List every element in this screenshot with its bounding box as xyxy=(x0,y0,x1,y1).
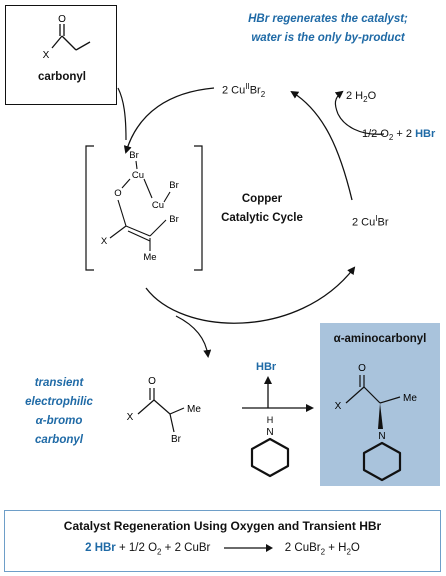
cycle-title-line2: Catalytic Cycle xyxy=(221,212,303,224)
product-atom-x: X xyxy=(335,401,342,412)
equation-lhs-part2: + 2 CuBr xyxy=(161,542,211,554)
cu2-oxidation: II xyxy=(245,82,250,91)
enolate-atom-cu1: Cu xyxy=(132,170,144,181)
cu2-prefix: 2 Cu xyxy=(222,84,246,97)
header-note-line1: HBr regenerates the catalyst; xyxy=(248,13,408,25)
cu1-oxidation: I xyxy=(375,214,378,223)
arc-right xyxy=(290,90,353,201)
product-atom-n: N xyxy=(378,431,385,442)
enolate-atom-me: Me xyxy=(143,252,156,263)
product-label: α-aminocarbonyl xyxy=(333,333,427,345)
enolate-atom-cu2: Cu xyxy=(152,200,164,211)
equation-rhs-part1: 2 CuBr xyxy=(284,542,321,554)
cu2-suffix: Br xyxy=(249,84,261,97)
enolate-atom-x: X xyxy=(101,236,108,247)
oxygen-hbr-input: 1/2 O2 + 2 HBr xyxy=(362,127,435,145)
product-box: α-aminocarbonyl O X Me N xyxy=(320,323,440,486)
cu1-prefix: 2 Cu xyxy=(352,216,376,229)
intermediate-line1: transient xyxy=(34,377,84,389)
carbonyl-box: O X carbonyl xyxy=(5,5,117,105)
equation-hbr: 2 HBr xyxy=(85,542,116,554)
carbonyl-x: X xyxy=(43,50,50,61)
piperidine-n: N xyxy=(266,427,273,438)
water-byproduct: 2 H2O xyxy=(346,89,376,107)
bromo-carbonyl-structure: O X Me Br xyxy=(127,376,202,445)
aminocarbonyl-structure: O X Me N xyxy=(335,363,417,482)
equation-rhs-sub2: 2 xyxy=(346,547,351,557)
header-note: HBr regenerates the catalyst; water is t… xyxy=(214,10,442,48)
bromo-atom-me: Me xyxy=(187,404,201,415)
regeneration-equation: 2 HBr + 1/2 O2 + 2 CuBr 2 CuBr2 + H2O xyxy=(5,542,440,556)
piperidine-h: H xyxy=(267,415,274,425)
cu2-sub: 2 xyxy=(260,89,266,99)
carbonyl-entry-arrow xyxy=(117,87,127,141)
cycle-title: Copper Catalytic Cycle xyxy=(210,190,314,228)
cycle-title-line1: Copper xyxy=(241,193,283,205)
intermediate-line3: α-bromo xyxy=(35,415,83,427)
arc-bottom xyxy=(145,266,356,324)
enolate-atom-br1: Br xyxy=(129,150,139,161)
regeneration-box: Catalyst Regeneration Using Oxygen and T… xyxy=(4,510,441,572)
water-suffix: O xyxy=(367,90,377,102)
water-prefix: 2 H xyxy=(346,90,364,102)
water-out-arrow xyxy=(334,90,344,115)
hbr-label: HBr xyxy=(256,361,277,373)
carbonyl-label: carbonyl xyxy=(38,71,86,83)
product-atom-o: O xyxy=(358,363,366,374)
oxygen-hbr: HBr xyxy=(415,128,436,140)
equation-rhs-sub1: 2 xyxy=(320,547,326,557)
enolate-atom-br3: Br xyxy=(169,214,179,225)
enolate-atom-br2: Br xyxy=(169,180,179,191)
carbonyl-structure: O X xyxy=(43,14,91,61)
carbonyl-oxygen: O xyxy=(58,14,66,25)
oxygen-sub: 2 xyxy=(388,133,394,143)
equation-arrow xyxy=(223,543,273,552)
bromo-atom-x: X xyxy=(127,412,134,423)
water-sub: 2 xyxy=(363,95,368,105)
intermediate-description: transient electrophilic α-bromo carbonyl xyxy=(18,374,100,450)
copper-i-species: 2 CuIBr xyxy=(352,212,388,230)
oxygen-part1: 1/2 O xyxy=(362,128,389,140)
equation-o2-sub: 2 xyxy=(157,547,162,557)
intermediate-release-arrow xyxy=(175,315,212,358)
enolate-atom-o: O xyxy=(114,188,121,199)
cu1-suffix: Br xyxy=(377,216,389,229)
header-note-line2: water is the only by-product xyxy=(251,32,405,44)
equation-lhs-part1: + 1/2 O xyxy=(115,542,158,554)
equation-rhs-part3: O xyxy=(350,542,360,554)
bracket-right xyxy=(194,145,203,271)
oxygen-part2: + 2 xyxy=(393,128,416,140)
piperidine-structure: H N xyxy=(250,415,290,478)
bromo-atom-o: O xyxy=(148,376,156,387)
arc-top-left xyxy=(123,87,215,154)
bracket-left xyxy=(85,145,94,271)
intermediate-line4: carbonyl xyxy=(35,434,83,446)
bromo-atom-br: Br xyxy=(171,434,182,445)
intermediate-line2: electrophilic xyxy=(25,396,93,408)
product-atom-me: Me xyxy=(403,393,417,404)
copper-enolate-structure: Br Cu Br O Cu Br Br X Me xyxy=(101,150,179,263)
copper-ii-species: 2 CuIIBr2 xyxy=(222,80,265,102)
equation-rhs-part2: + H xyxy=(325,542,347,554)
regeneration-title: Catalyst Regeneration Using Oxygen and T… xyxy=(63,519,382,533)
oxygen-in-arrow xyxy=(337,113,385,135)
